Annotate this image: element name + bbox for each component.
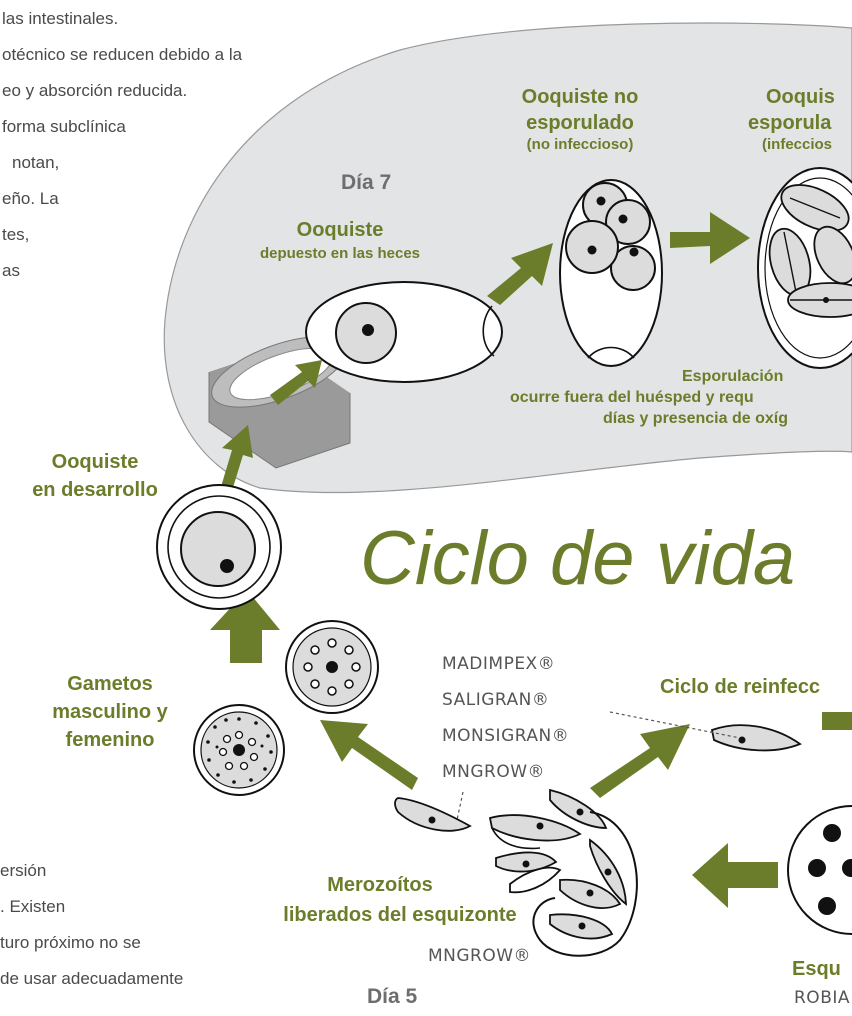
intro-line: tes, (2, 225, 30, 244)
bottom-line: turo próximo no se (0, 933, 141, 952)
unsporulated-label: Ooquiste no esporulado (no infeccioso) (480, 84, 680, 154)
sporulation-label: Esporulación ocurre fuera del huésped y … (510, 366, 852, 429)
intro-line: otécnico se reducen debido a la (2, 45, 243, 64)
arrow-merozoites-to-reinfection (590, 724, 690, 798)
arrow-feces-to-unsporulated (487, 243, 553, 305)
arrow-gametes-to-developing (210, 590, 280, 663)
environment-region (163, 22, 852, 494)
intro-line: eño. La (2, 189, 59, 208)
bottom-line: ersión (0, 861, 47, 880)
bottom-line: . Existen (0, 897, 66, 916)
intro-paragraph: las intestinales. otécnico se reducen de… (0, 6, 330, 283)
arrow-unsporulated-to-sporulated (670, 212, 750, 264)
developing-oocyst-label: Ooquiste en desarrollo (0, 448, 180, 504)
day-7-label: Día 7 (341, 171, 392, 194)
sporulation-desc-1: ocurre fuera del huésped y requ (510, 389, 754, 406)
gametes-title-2: masculino y (52, 701, 168, 723)
intro-line: as (2, 261, 20, 280)
intro-line: forma subclínica (2, 117, 126, 136)
gametes-label: Gametos masculino y femenino (20, 670, 200, 754)
product-item: SALIGRAN® (442, 690, 550, 710)
sporulation-title: Esporulación (682, 368, 784, 385)
sporulated-title-1: Ooquis (766, 86, 835, 108)
merozoites-label: Merozoítos liberados del esquizonte (240, 870, 560, 930)
product-list: MADIMPEX® SALIGRAN® MONSIGRAN® MNGROW® (442, 646, 569, 790)
intro-line: notan, (12, 153, 60, 172)
merozoite-leader-line (456, 791, 464, 821)
intro-line: las intestinales. (2, 9, 119, 28)
schizont-icon (787, 805, 852, 935)
arrow-developing-to-ring (220, 425, 253, 494)
merozoites-title-1: Merozoítos (327, 874, 433, 896)
male-gamete-icon (285, 620, 379, 714)
reinfection-label: Ciclo de reinfecc (660, 676, 821, 698)
unsporulated-oocyst-icon (559, 179, 663, 367)
schizont-product: ROBIA (794, 988, 850, 1008)
gametes-title-3: femenino (65, 729, 155, 751)
schizont-wall (532, 811, 638, 957)
female-gamete-icon (193, 704, 285, 796)
oocyst-feces-label: Ooquiste depuesto en las heces (220, 218, 460, 266)
product-item: MONSIGRAN® (442, 726, 570, 746)
sporulated-label: Ooquis esporula (infeccios (748, 84, 852, 154)
developing-title-1: Ooquiste (51, 451, 139, 473)
unsporulated-title-1: Ooquiste no (521, 86, 639, 108)
oocyst-feces-icon (305, 281, 503, 383)
merozoite-product: MNGROW® (428, 946, 532, 966)
bottom-line: de usar adecuadamente (0, 969, 184, 988)
sporulation-desc-2: días y presencia de oxíg (603, 410, 788, 427)
arrow-ring-to-feces (270, 360, 322, 405)
sporulated-oocyst-icon (757, 167, 852, 369)
sporulated-subtitle: (infeccios (762, 136, 833, 153)
intro-line: eo y absorción reducida. (2, 81, 188, 100)
merozoite-single-icon (394, 797, 472, 832)
arrow-merozoites-to-gametes (320, 720, 418, 790)
product-item: MADIMPEX® (442, 654, 556, 674)
bottom-paragraph: ersión . Existen turo próximo no se de u… (0, 858, 260, 991)
gametes-title-1: Gametos (67, 673, 153, 695)
diagram-title: Ciclo de vida (360, 516, 796, 601)
arrow-reinfection-edge (822, 712, 852, 730)
day-5-label: Día 5 (367, 985, 418, 1008)
sporulated-title-2: esporula (748, 112, 832, 134)
arrow-schizont-to-merozoites (692, 843, 778, 908)
product-item: MNGROW® (442, 762, 546, 782)
merozoites-title-2: liberados del esquizonte (283, 904, 517, 926)
schizont-label: Esqu (792, 958, 841, 980)
unsporulated-title-2: esporulado (526, 112, 634, 134)
oocyst-feces-title: Ooquiste (296, 219, 384, 241)
developing-title-2: en desarrollo (32, 479, 158, 501)
oocyst-feces-subtitle: depuesto en las heces (259, 245, 421, 262)
merozoite-cluster-nuclei (522, 808, 612, 930)
reinfection-merozoite-icon (710, 724, 802, 752)
product-leader-line (609, 711, 741, 739)
developing-oocyst-icon (156, 484, 282, 610)
unsporulated-subtitle: (no infeccioso) (526, 136, 634, 153)
